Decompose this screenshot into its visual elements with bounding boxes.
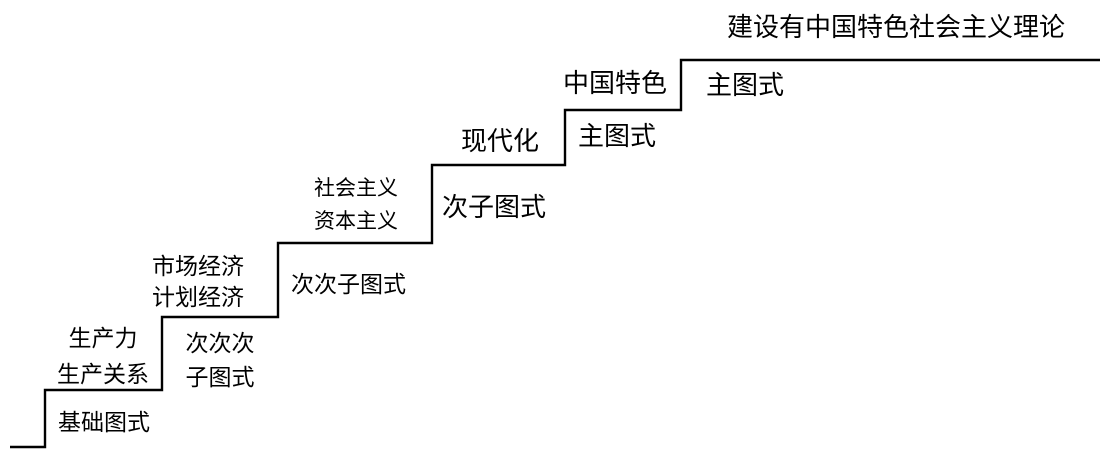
step-2-schema-line-1: 次次次 [186, 331, 255, 357]
step-3-schema: 次次子图式 [291, 272, 406, 298]
step-5-stage: 现代化 [461, 127, 539, 157]
step-3-stage-line-1: 市场经济 [152, 254, 244, 280]
staircase-line [10, 58, 1100, 449]
step-5-schema: 主图式 [578, 122, 656, 152]
diagram-title: 建设有中国特色社会主义理论 [727, 13, 1065, 43]
step-3-stage-line-2: 计划经济 [152, 285, 244, 311]
step-6-stage: 中国特色 [563, 69, 667, 99]
step-6-schema: 主图式 [706, 71, 784, 101]
step-2-stage-line-2: 生产关系 [57, 362, 149, 388]
step-2-schema-line-2: 子图式 [186, 365, 255, 391]
step-4-stage-line-2: 资本主义 [314, 209, 398, 233]
step-4-schema: 次子图式 [442, 193, 546, 223]
step-2-stage-line-1: 生产力 [69, 326, 138, 352]
step-1-schema: 基础图式 [58, 410, 150, 436]
step-4-stage-line-1: 社会主义 [314, 176, 398, 200]
